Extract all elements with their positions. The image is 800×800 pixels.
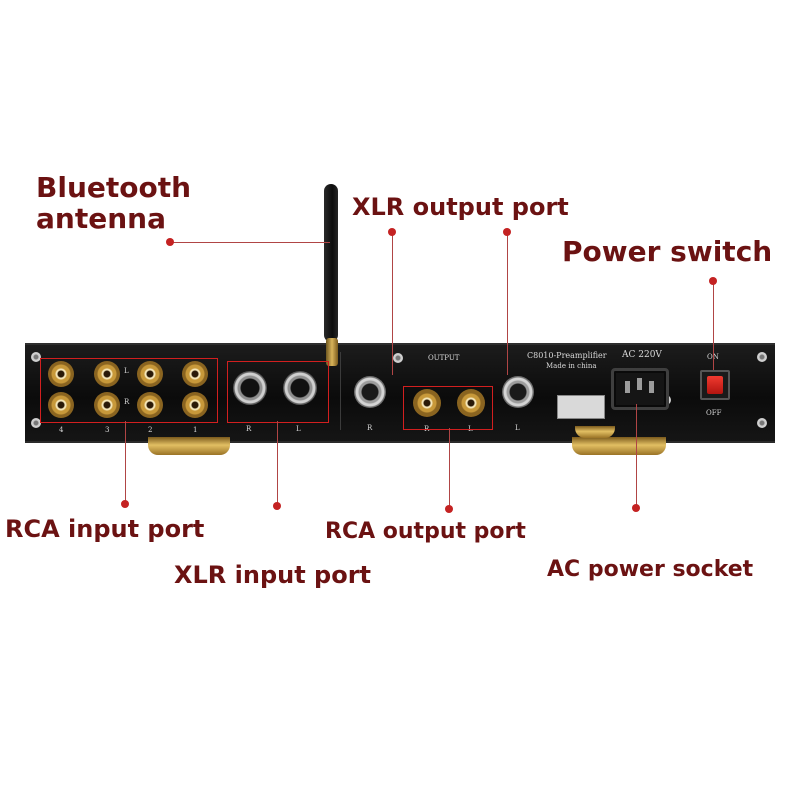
rca-input-callout: RCA input port (5, 515, 205, 543)
bluetooth-antenna (324, 184, 338, 342)
xlr-output-leader-line (507, 232, 508, 375)
xlr-input-jack (283, 371, 317, 405)
rca-input-number: 3 (105, 426, 110, 434)
output-label: OUTPUT (428, 354, 460, 362)
power-switch[interactable] (700, 370, 730, 400)
rca-output-callout: RCA output port (325, 519, 526, 544)
panel-divider (340, 352, 341, 430)
power-switch-leader-line (713, 281, 714, 370)
screw-icon (31, 352, 41, 362)
model-name: C8010-Preamplifier (527, 351, 607, 360)
xlr-output-leader-dot (503, 228, 511, 236)
bluetooth-antenna-line2: antenna (36, 202, 166, 236)
rca-output-leader-line (449, 428, 450, 509)
screw-icon (31, 418, 41, 428)
rca-input-number: 2 (148, 426, 153, 434)
rca-input-jack (48, 392, 74, 418)
rca-input-leader-dot (121, 500, 129, 508)
row-label-r: R (124, 398, 130, 406)
rca-input-jack (137, 361, 163, 387)
rca-output-leader-dot (445, 505, 453, 513)
made-in-label: Made in china (546, 362, 597, 370)
switch-off-label: OFF (706, 409, 722, 417)
xlr-output-jack (502, 376, 534, 408)
xlr-input-leader-line (277, 421, 278, 506)
xlr-input-callout: XLR input port (174, 561, 372, 589)
rca-input-highlight (40, 358, 218, 423)
rca-input-jack (94, 392, 120, 418)
ac-socket-leader-dot (632, 504, 640, 512)
rca-input-jack (182, 361, 208, 387)
rca-input-jack (137, 392, 163, 418)
gold-foot (575, 426, 615, 438)
bluetooth-antenna-line1: Bluetooth (36, 171, 192, 204)
rca-input-jack (182, 392, 208, 418)
xlr-input-highlight (227, 361, 329, 423)
socket-pin (625, 381, 630, 393)
voltage-label: AC 220V (622, 350, 662, 360)
antenna-base-icon (326, 338, 338, 366)
xlr-input-label-r: R (246, 425, 252, 433)
ac-socket-leader-line (636, 404, 637, 508)
xlr-output-leader-line (392, 232, 393, 375)
power-switch-leader-dot (709, 277, 717, 285)
rca-input-jack (48, 361, 74, 387)
caution-sticker (557, 395, 605, 419)
rca-input-jack (94, 361, 120, 387)
rca-input-leader-line (125, 421, 126, 504)
rca-output-jack (457, 389, 485, 417)
xlr-output-label-l: L (515, 424, 520, 432)
gold-foot (148, 437, 230, 455)
xlr-input-jack (233, 371, 267, 405)
screw-icon (393, 353, 403, 363)
power-switch-callout: Power switch (562, 235, 773, 268)
bluetooth-antenna-callout: Bluetooth antenna (36, 172, 191, 235)
bluetooth-leader-dot (166, 238, 174, 246)
xlr-output-label-r: R (367, 424, 373, 432)
rca-output-highlight (403, 386, 493, 430)
bluetooth-leader-line (170, 242, 330, 243)
ac-power-socket-callout: AC power socket (547, 557, 754, 582)
screw-icon (757, 352, 767, 362)
gold-foot (572, 437, 666, 455)
switch-on-label: ON (707, 353, 719, 361)
socket-pin (649, 381, 654, 393)
socket-pin (637, 378, 642, 390)
rca-input-number: 1 (193, 426, 198, 434)
xlr-input-leader-dot (273, 502, 281, 510)
xlr-output-callout: XLR output port (352, 193, 569, 221)
xlr-output-jack (354, 376, 386, 408)
power-switch-rocker[interactable] (707, 376, 723, 394)
rca-input-number: 4 (59, 426, 64, 434)
xlr-input-label-l: L (296, 425, 301, 433)
rca-output-jack (413, 389, 441, 417)
screw-icon (757, 418, 767, 428)
xlr-output-leader-dot (388, 228, 396, 236)
row-label-l: L (124, 367, 129, 375)
ac-power-socket (611, 368, 669, 410)
